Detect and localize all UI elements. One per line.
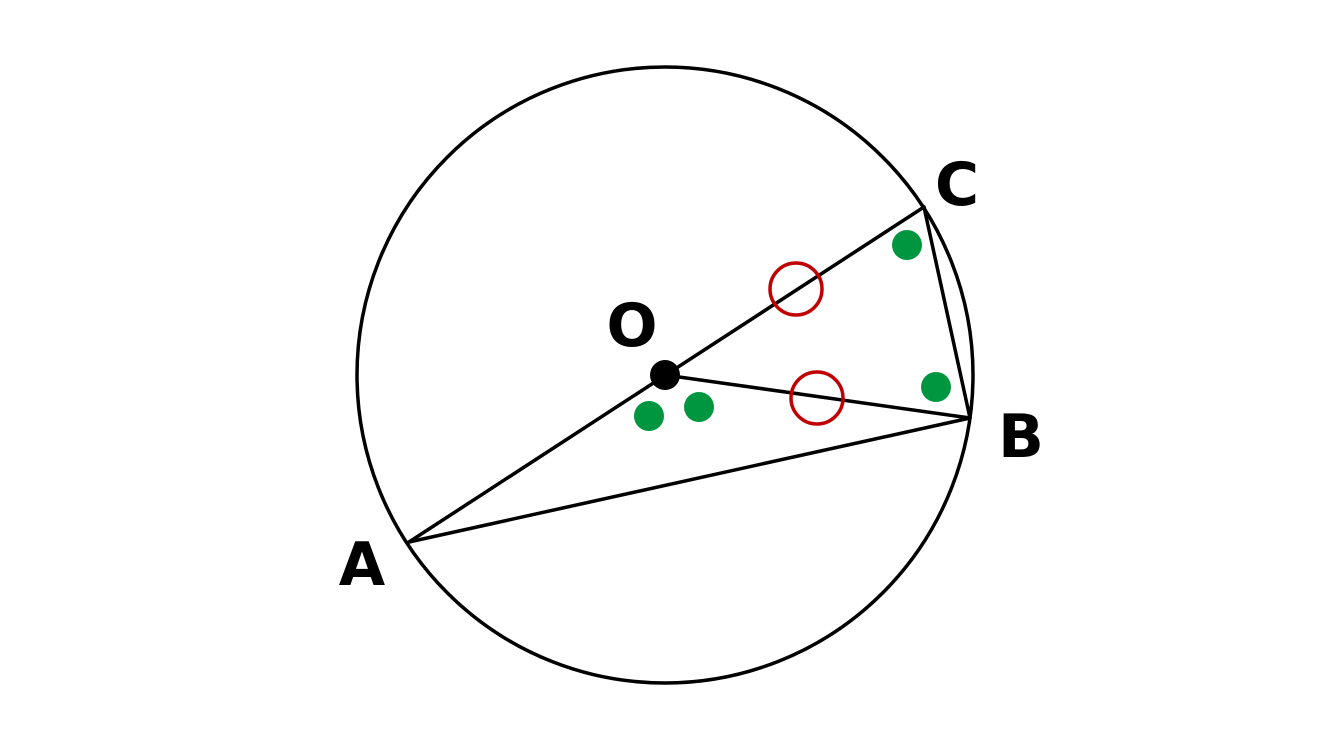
center-point-O [650, 360, 680, 390]
angle-marker-C [892, 230, 922, 260]
segment-AB [407, 416, 972, 544]
label-B: B [998, 402, 1044, 472]
segment-OB [663, 373, 972, 420]
angle-marker-B [921, 372, 951, 402]
label-O: O [606, 291, 657, 361]
equal-length-marker-OC [768, 261, 824, 317]
label-A: A [339, 530, 386, 600]
angle-marker-O-right [684, 392, 714, 422]
circumcircle [355, 65, 975, 685]
label-C: C [935, 150, 979, 220]
segment-CB [922, 205, 972, 420]
equal-length-marker-OB [789, 370, 845, 426]
angle-marker-O-left [634, 401, 664, 431]
